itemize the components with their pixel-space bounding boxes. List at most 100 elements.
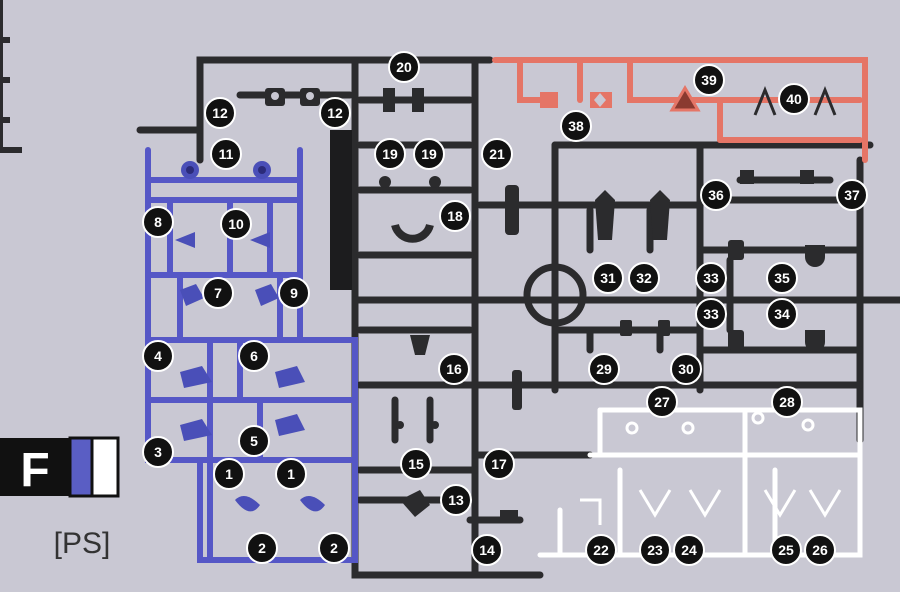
red-parts <box>540 85 837 116</box>
part-label-badge <box>388 51 420 83</box>
part-number-p8: 8 <box>154 214 162 230</box>
part-number-p39: 39 <box>701 72 717 88</box>
part-number-p20: 20 <box>396 59 412 75</box>
part-number-p13: 13 <box>448 492 464 508</box>
part-label-badge <box>238 340 270 372</box>
part-label-badge <box>778 83 810 115</box>
adjacent-runner-fragment <box>0 0 22 153</box>
red-runner <box>492 57 868 163</box>
part-number-p18: 18 <box>447 208 463 224</box>
part-label-badge <box>673 534 705 566</box>
part-number-p33b: 33 <box>703 306 719 322</box>
part-label-badge <box>695 262 727 294</box>
part-number-p2b: 2 <box>330 540 338 556</box>
part-number-p26: 26 <box>812 542 828 558</box>
part-number-p21: 21 <box>489 146 505 162</box>
part-number-p3: 3 <box>154 444 162 460</box>
part-label-badge <box>213 458 245 490</box>
part-label-badge <box>440 484 472 516</box>
part-label-badge <box>318 532 350 564</box>
part-label-badge <box>374 138 406 170</box>
part-label-badge <box>693 64 725 96</box>
part-number-p2a: 2 <box>258 540 266 556</box>
part-label-badge <box>592 262 624 294</box>
part-number-p6: 6 <box>250 348 258 364</box>
part-number-p9: 9 <box>290 285 298 301</box>
part-label-badge <box>804 534 836 566</box>
part-label-badge <box>588 353 620 385</box>
part-label-badge <box>278 277 310 309</box>
part-label-badge <box>246 532 278 564</box>
part-label-badge <box>220 208 252 240</box>
part-label-badge <box>438 353 470 385</box>
part-label-badge <box>639 534 671 566</box>
blue-parts <box>175 161 325 512</box>
part-label-badge <box>400 448 432 480</box>
part-label-badge <box>204 97 236 129</box>
part-label-badge <box>471 534 503 566</box>
part-number-p19b: 19 <box>421 146 437 162</box>
part-label-badge <box>142 340 174 372</box>
part-number-p19a: 19 <box>382 146 398 162</box>
part-number-p25: 25 <box>778 542 794 558</box>
runner-id-badge: F <box>0 436 120 498</box>
part-number-p37: 37 <box>844 187 860 203</box>
part-label-badge <box>560 110 592 142</box>
part-number-p12a: 12 <box>212 105 228 121</box>
runner-tag <box>330 130 352 290</box>
part-label-badge <box>483 448 515 480</box>
part-label-badge <box>275 458 307 490</box>
part-label-badge <box>670 353 702 385</box>
material-label: [PS] <box>54 527 111 560</box>
runner-ring <box>523 263 587 327</box>
color-swatch-blue <box>68 436 94 498</box>
part-label-badge <box>646 386 678 418</box>
part-label-badge <box>836 179 868 211</box>
part-number-p23: 23 <box>647 542 663 558</box>
part-number-p27: 27 <box>654 394 670 410</box>
clear-runner <box>537 407 863 558</box>
part-label-badge <box>413 138 445 170</box>
part-number-p32: 32 <box>636 270 652 286</box>
part-number-p22: 22 <box>593 542 609 558</box>
part-label-badge <box>142 436 174 468</box>
part-number-p17: 17 <box>491 456 507 472</box>
part-label-badge <box>770 534 802 566</box>
part-number-p14: 14 <box>479 542 495 558</box>
part-label-badge <box>142 206 174 238</box>
part-label-badge <box>766 262 798 294</box>
part-number-p29: 29 <box>596 361 612 377</box>
part-number-p34: 34 <box>774 306 790 322</box>
part-number-p1a: 1 <box>225 466 233 482</box>
part-number-p38: 38 <box>568 118 584 134</box>
part-label-badge <box>700 179 732 211</box>
part-number-p10: 10 <box>228 216 244 232</box>
runner-letter: F <box>20 444 49 497</box>
clear-parts <box>580 411 842 525</box>
part-label-badge <box>766 298 798 330</box>
part-label-badge <box>628 262 660 294</box>
part-label-badge <box>439 200 471 232</box>
part-number-p33a: 33 <box>703 270 719 286</box>
part-label-badge <box>695 298 727 330</box>
part-number-p5: 5 <box>250 433 258 449</box>
part-number-p24: 24 <box>681 542 697 558</box>
part-number-p12b: 12 <box>327 105 343 121</box>
part-number-p15: 15 <box>408 456 424 472</box>
part-label-badge <box>585 534 617 566</box>
part-label-badge <box>202 277 234 309</box>
part-label-badge <box>319 97 351 129</box>
part-number-p31: 31 <box>600 270 616 286</box>
part-number-p35: 35 <box>774 270 790 286</box>
dark-parts <box>265 88 825 520</box>
part-label-badge <box>210 138 242 170</box>
part-number-p7: 7 <box>214 285 222 301</box>
part-number-p40: 40 <box>786 91 802 107</box>
color-swatch-white <box>90 436 120 498</box>
part-number-p30: 30 <box>678 361 694 377</box>
part-number-p36: 36 <box>708 187 724 203</box>
part-label-badge <box>771 386 803 418</box>
part-number-p4: 4 <box>154 348 162 364</box>
